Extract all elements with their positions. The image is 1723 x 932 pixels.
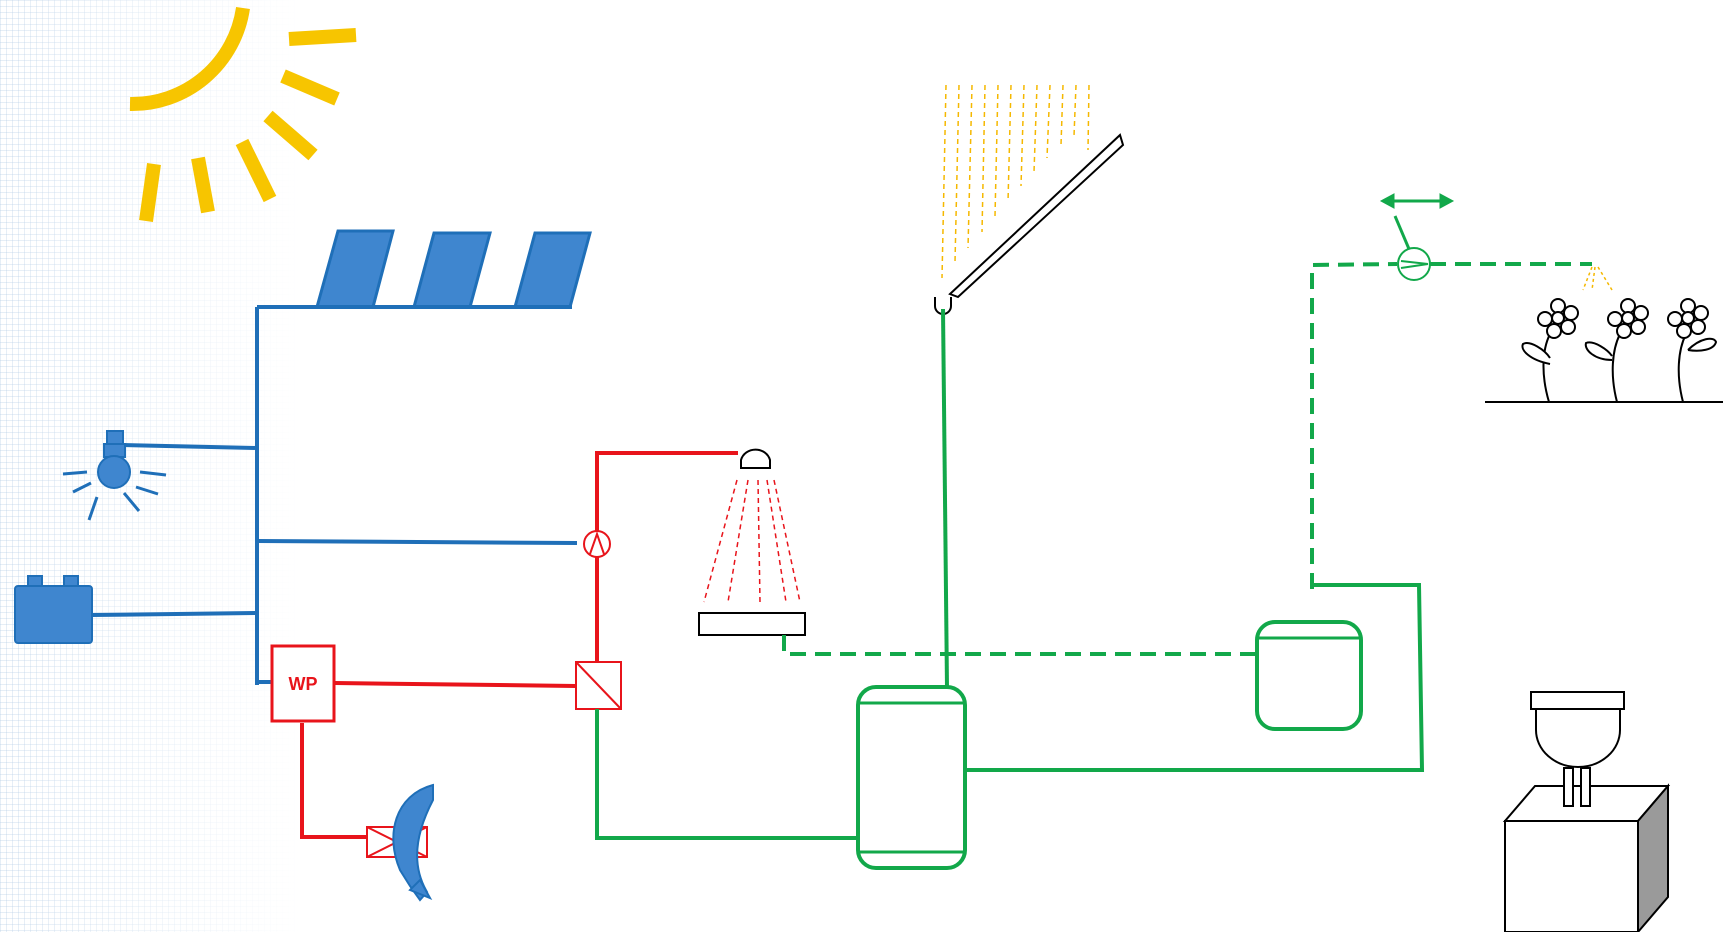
sprinkler-icon (1582, 266, 1613, 291)
heat-exchanger-icon (575, 661, 622, 710)
greywater-lines (782, 262, 1592, 656)
solar-panel-icon (315, 229, 592, 309)
heating-lines (300, 451, 738, 839)
irrigation-pump-icon (1393, 215, 1431, 281)
shower-icon (703, 448, 801, 603)
battery-icon (14, 575, 93, 644)
rainwater-tank-icon (1255, 620, 1363, 731)
outdoor-unit-icon (366, 783, 434, 902)
heat-pump-label: WP (289, 674, 318, 694)
flowers-icon (1485, 298, 1723, 403)
rain-gutter-icon (934, 133, 1125, 315)
storage-tank-icon (856, 685, 967, 870)
lamp-icon (62, 430, 167, 521)
pump-icon (583, 530, 611, 558)
heat-pump-icon: WP (270, 644, 336, 723)
electric-lines (91, 305, 578, 685)
sun-icon (129, 6, 357, 222)
double-arrow-icon (1379, 193, 1455, 209)
water-lines (595, 308, 1425, 840)
shower-tray-icon (698, 612, 806, 636)
rain-icon (941, 84, 1090, 279)
toilet-icon (1502, 691, 1671, 932)
